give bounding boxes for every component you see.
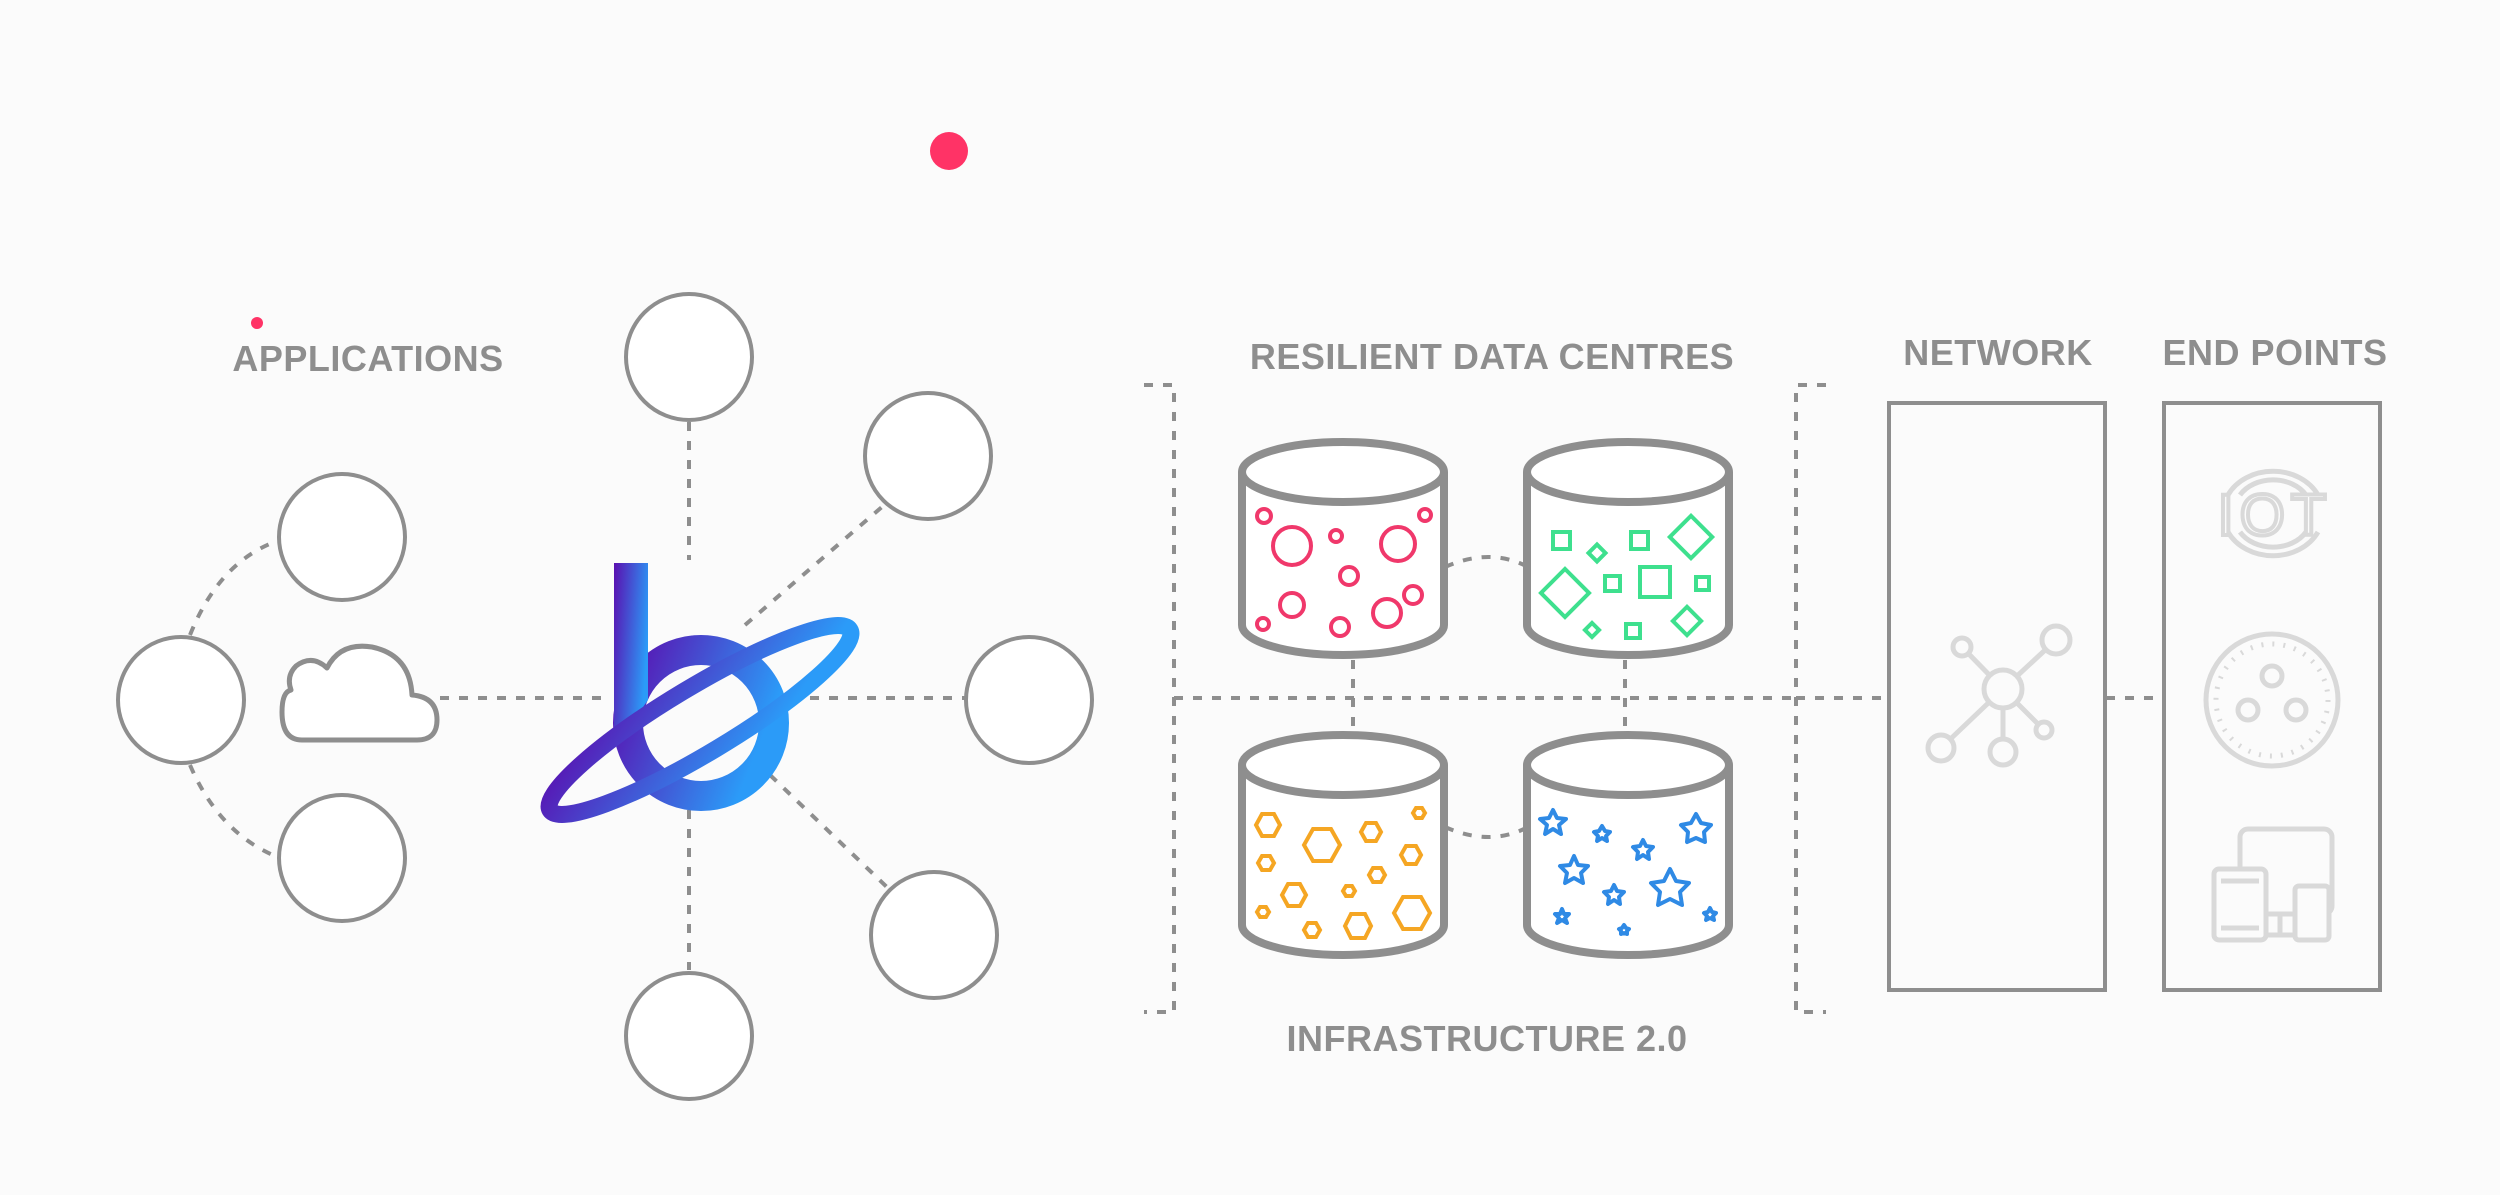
hub-node-right xyxy=(964,635,1094,765)
infrastructure-label: INFRASTRUCTURE 2.0 xyxy=(1286,1018,1687,1059)
network-label: NETWORK xyxy=(1903,332,2092,373)
iot-icon: IOT xyxy=(2216,468,2333,559)
applications-cluster xyxy=(116,472,610,923)
end-points-panel: IOT xyxy=(2162,401,2382,992)
bracket-left xyxy=(1144,383,1176,1014)
dc-arc-top xyxy=(1444,555,1529,569)
app-node-bottom xyxy=(277,793,407,923)
app-node-top xyxy=(277,472,407,602)
database-circles xyxy=(1238,438,1448,659)
hub-node-bottom xyxy=(624,971,754,1101)
applications-label: APPLICATIONS xyxy=(232,338,503,379)
hub-cluster xyxy=(540,292,1094,1101)
sensor-disc-icon xyxy=(2203,631,2341,769)
database-stars xyxy=(1523,731,1733,959)
dc-arc-bottom xyxy=(1444,825,1529,839)
iot-text: IOT xyxy=(2218,483,2333,548)
accent-dot-large xyxy=(930,132,968,170)
devices-icon xyxy=(2211,826,2335,943)
cloud-icon xyxy=(279,643,440,743)
hub-node-upper-right xyxy=(863,391,993,521)
accent-dot-small xyxy=(251,317,263,329)
database-squares xyxy=(1523,438,1733,659)
end-points-label: END POINTS xyxy=(2162,332,2387,373)
network-panel xyxy=(1887,401,2163,992)
spoke-upper-right xyxy=(743,498,892,627)
connector-arc-bottom xyxy=(188,764,281,860)
data-centres-label: RESILIENT DATA CENTRES xyxy=(1250,336,1734,377)
brand-logo xyxy=(540,562,860,823)
hub-node-lower-right xyxy=(869,870,999,1000)
spoke-lower-right xyxy=(768,773,892,892)
database-hexagons xyxy=(1238,731,1448,959)
hub-node-top xyxy=(624,292,754,422)
data-centre-frame xyxy=(1144,383,1890,1014)
app-node-left xyxy=(116,635,246,765)
connector-arc-top xyxy=(188,538,281,636)
network-hub-icon xyxy=(1925,623,2073,768)
